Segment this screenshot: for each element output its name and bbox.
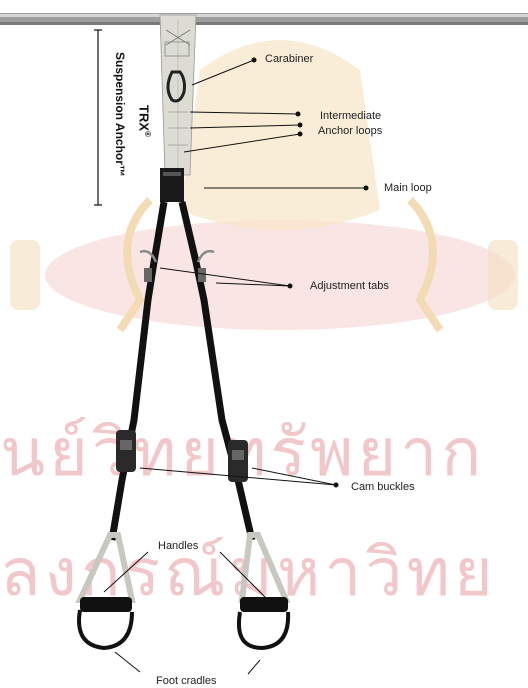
cam-buckles-label: Cam buckles xyxy=(351,481,415,494)
callout-line-carabiner xyxy=(192,58,256,85)
handle-right-frame xyxy=(242,535,286,600)
foot-cradle-right xyxy=(239,612,288,648)
callout-line-adjustment-tabs xyxy=(160,268,292,288)
callout-line-main-loop xyxy=(204,186,368,190)
cam-buckle-left xyxy=(116,430,136,472)
pullup-bar xyxy=(0,13,528,25)
brand-label: TRX® xyxy=(137,105,152,137)
handles-label: Handles xyxy=(158,540,198,553)
anchor-length-bracket xyxy=(94,30,102,205)
main-loop xyxy=(160,168,184,202)
foot-cradles-label: Foot cradles xyxy=(156,675,217,688)
strap-left xyxy=(112,202,164,540)
main-loop-label: Main loop xyxy=(384,182,432,195)
anchor-loops-label: Anchor loops xyxy=(318,125,382,138)
adjustment-tabs-label: Adjustment tabs xyxy=(310,280,389,293)
foot-cradle-left xyxy=(79,610,132,648)
intermediate-label: Intermediate xyxy=(320,110,381,123)
callout-line-foot-cradles xyxy=(115,652,260,674)
callout-line-intermediate xyxy=(184,112,302,152)
carabiner-label: Carabiner xyxy=(265,53,313,66)
handle-left xyxy=(80,597,132,612)
strap-right xyxy=(182,202,252,540)
handle-right xyxy=(240,597,288,612)
suspension-anchor-label: Suspension Anchor™ xyxy=(113,52,127,177)
